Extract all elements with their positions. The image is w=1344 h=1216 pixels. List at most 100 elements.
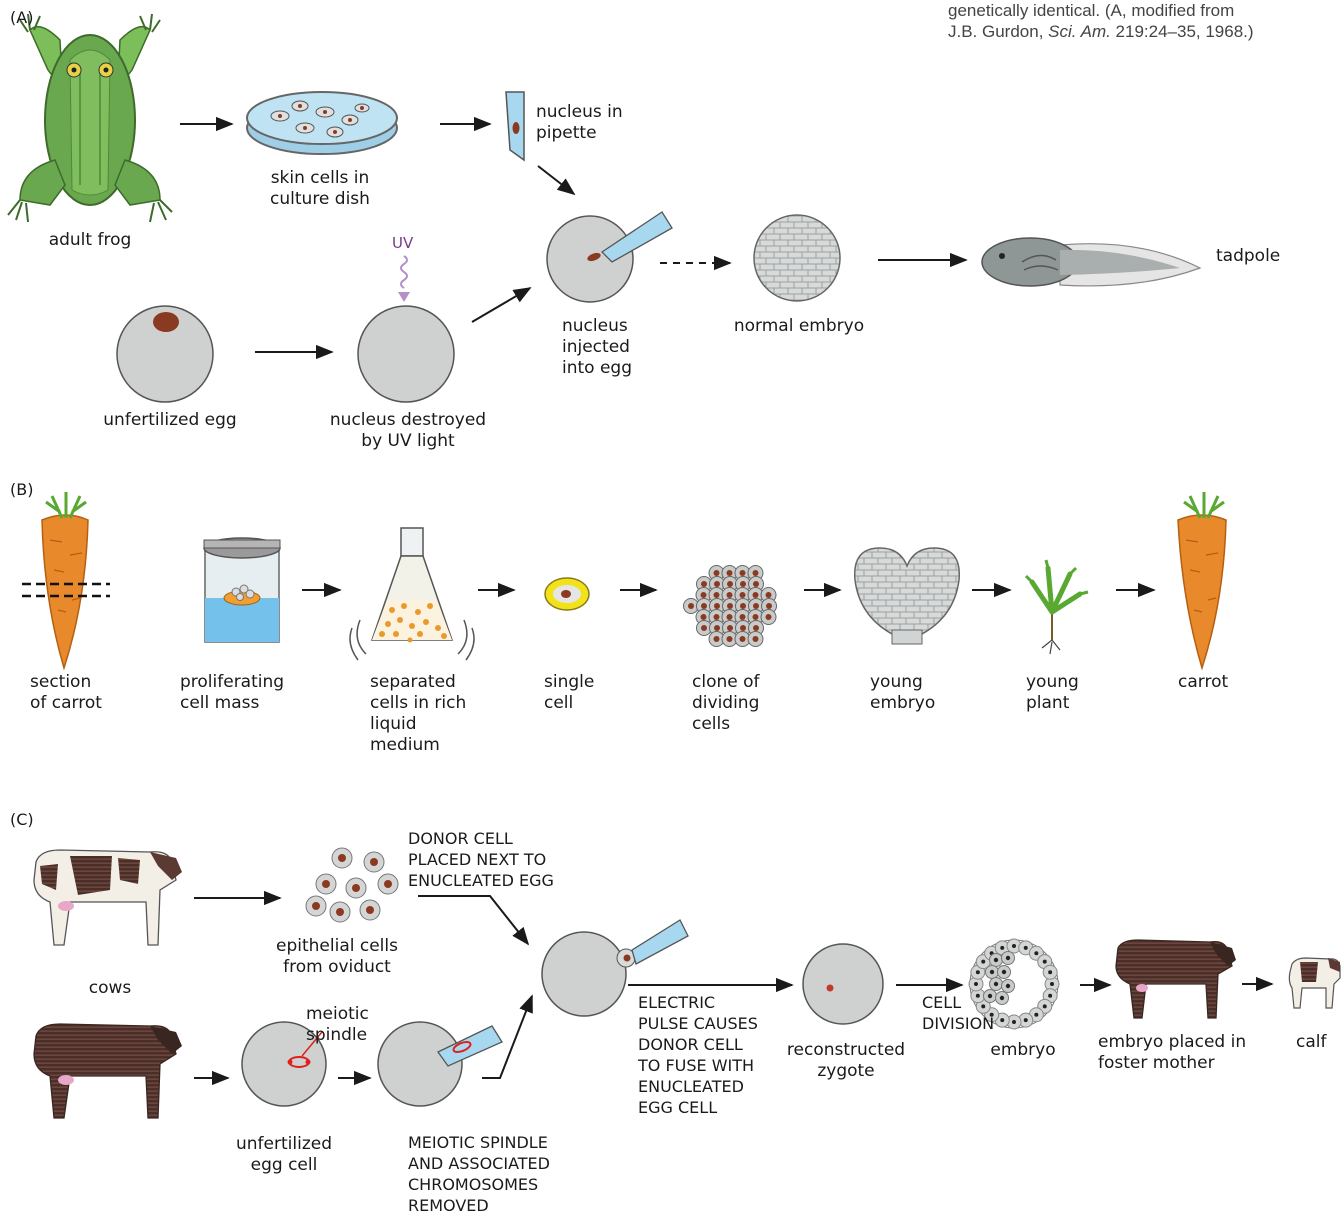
epithelial-cell-nucleus	[312, 902, 320, 910]
caption-citation-suffix: 219:24–35, 1968.)	[1111, 22, 1254, 41]
clone-cell-nucleus	[701, 592, 707, 598]
clone-cell-nucleus	[740, 603, 746, 609]
label-adult-frog: adult frog	[20, 230, 160, 251]
epithelial-cell-nucleus	[384, 880, 392, 888]
young-embryo-illustration	[855, 548, 960, 644]
label-meiotic-spindle: meiotic spindle	[306, 1004, 386, 1046]
clone-cell-nucleus	[753, 581, 759, 587]
label-unfertilized-egg: unfertilized egg	[90, 410, 250, 431]
label-normal-embryo: normal embryo	[724, 316, 874, 337]
panel-a-tag: (A)	[10, 8, 33, 27]
clone-cell-nucleus	[740, 614, 746, 620]
caption-journal: Sci. Am.	[1048, 22, 1111, 41]
cell-nucleus-dot	[1043, 1004, 1047, 1008]
label-tadpole: tadpole	[1216, 246, 1306, 267]
cell-nucleus-dot	[1006, 984, 1010, 988]
clone-cell-nucleus	[727, 581, 733, 587]
calf-illustration	[1289, 958, 1340, 1008]
cell-nucleus-dot	[1048, 970, 1052, 974]
cell-nucleus-dot	[1050, 982, 1054, 986]
label-skin-cells: skin cells in culture dish	[250, 168, 390, 210]
clone-cell-nucleus	[714, 592, 720, 598]
enucleated-egg-illustration	[358, 306, 454, 402]
clone-cell-nucleus	[766, 592, 772, 598]
cell-nucleus-dot	[1006, 956, 1010, 960]
label-embryo-foster-mother: embryo placed in foster mother	[1098, 1032, 1258, 1074]
label-unfertilized-egg-cell: unfertilized egg cell	[214, 1134, 354, 1176]
panel-c-tag: (C)	[10, 810, 34, 829]
label-young-plant: young plant	[1026, 672, 1106, 714]
cell-nucleus-dot	[1000, 996, 1004, 1000]
label-spindle-removed: MEIOTIC SPINDLE AND ASSOCIATED CHROMOSOM…	[408, 1132, 578, 1216]
clone-cell-nucleus	[701, 625, 707, 631]
cell-nucleus-dot	[1012, 1020, 1016, 1024]
clone-cell-nucleus	[714, 636, 720, 642]
clone-cell-nucleus	[701, 603, 707, 609]
epithelial-cells-illustration	[306, 848, 398, 922]
epithelial-cell-nucleus	[366, 906, 374, 914]
label-proliferating-cell-mass: proliferating cell mass	[180, 672, 310, 714]
label-epithelial-cells: epithelial cells from oviduct	[262, 936, 412, 978]
cell-nucleus-dot	[976, 970, 980, 974]
caption-line-2: J.B. Gurdon, Sci. Am. 219:24–35, 1968.)	[948, 21, 1254, 42]
cell-nucleus-dot	[1048, 994, 1052, 998]
clone-cell-nucleus	[740, 581, 746, 587]
cell-nucleus-dot	[994, 982, 998, 986]
epithelial-cell-nucleus	[336, 908, 344, 916]
clone-cell-nucleus	[740, 625, 746, 631]
brown-cow-illustration	[34, 1024, 182, 1118]
panel-b-tag: (B)	[10, 480, 33, 499]
cell-nucleus-dot	[994, 958, 998, 962]
label-uv: UV	[392, 234, 413, 252]
label-carrot: carrot	[1178, 672, 1258, 693]
clone-cell-nucleus	[688, 603, 694, 609]
figure-caption: genetically identical. (A, modified from…	[948, 0, 1254, 42]
cell-nucleus-dot	[981, 960, 985, 964]
clone-cell-nucleus	[714, 614, 720, 620]
reconstructed-zygote-illustration	[803, 944, 883, 1024]
cell-nucleus-dot	[1024, 1018, 1028, 1022]
cell-nucleus-dot	[1034, 951, 1038, 955]
pipette-illustration	[506, 92, 524, 160]
clone-cell-nucleus	[753, 614, 759, 620]
clone-cell-nucleus	[753, 625, 759, 631]
clone-cell-nucleus	[766, 603, 772, 609]
clone-cell-nucleus	[753, 603, 759, 609]
carrot-section-illustration	[22, 492, 110, 668]
clone-cell-nucleus	[740, 636, 746, 642]
clone-cell-nucleus	[766, 614, 772, 620]
label-reconstructed-zygote: reconstructed zygote	[780, 1040, 912, 1082]
caption-citation-prefix: J.B. Gurdon,	[948, 22, 1048, 41]
label-clone-of-dividing-cells: clone of dividing cells	[692, 672, 792, 735]
cell-nucleus-dot	[1034, 1013, 1038, 1017]
label-calf: calf	[1296, 1032, 1340, 1053]
clone-cell-nucleus	[727, 603, 733, 609]
clone-cell-nucleus	[727, 636, 733, 642]
epithelial-cell-nucleus	[370, 858, 378, 866]
label-nucleus-injected: nucleus injected into egg	[562, 316, 652, 379]
clone-cell-nucleus	[727, 592, 733, 598]
foster-mother-cow-illustration	[1116, 940, 1236, 1018]
clone-cell-nucleus	[701, 581, 707, 587]
single-cell-illustration	[545, 578, 589, 610]
culture-flask-illustration	[350, 528, 474, 660]
clone-cell-nucleus	[753, 636, 759, 642]
label-donor-cell: DONOR CELL PLACED NEXT TO ENUCLEATED EGG	[408, 828, 578, 891]
cell-nucleus-dot	[1002, 970, 1006, 974]
uv-light-squiggle	[401, 256, 407, 288]
culture-dish-illustration	[247, 92, 397, 154]
label-young-embryo: young embryo	[870, 672, 970, 714]
cell-nucleus-dot	[1012, 944, 1016, 948]
cell-nucleus-dot	[1000, 946, 1004, 950]
clone-cell-nucleus	[714, 581, 720, 587]
clone-cell-nucleus	[727, 570, 733, 576]
caption-line-1: genetically identical. (A, modified from	[948, 0, 1254, 21]
proliferating-cell-mass-jar	[204, 538, 280, 642]
label-electric-pulse: ELECTRIC PULSE CAUSES DONOR CELL TO FUSE…	[638, 992, 778, 1118]
cell-nucleus-dot	[974, 982, 978, 986]
label-embryo: embryo	[978, 1040, 1068, 1061]
label-nucleus-destroyed: nucleus destroyed by UV light	[318, 410, 498, 452]
unfertilized-egg-illustration	[117, 306, 213, 402]
young-plant-illustration	[1026, 560, 1088, 654]
carrot-illustration	[1178, 492, 1226, 668]
